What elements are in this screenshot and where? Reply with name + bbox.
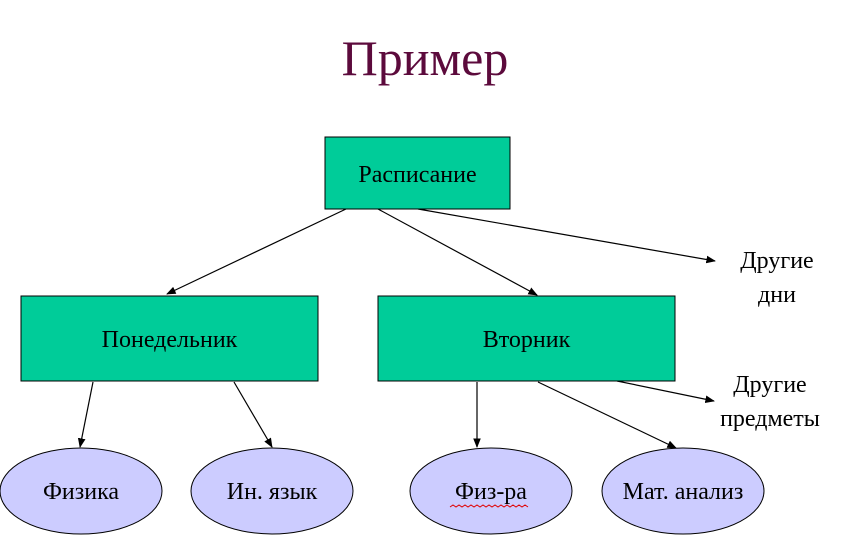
node-pe-label: Физ-ра — [455, 479, 527, 505]
node-pe[interactable]: Физ-ра — [409, 447, 573, 535]
other-days-label: Другие дни — [740, 248, 813, 308]
node-monday-label: Понедельник — [102, 327, 238, 353]
other-subjects-line-2: предметы — [720, 406, 820, 432]
edge-monday-language — [233, 381, 273, 448]
spellcheck-underline — [449, 504, 529, 508]
edge-root-tuesday — [377, 208, 538, 296]
node-analysis-label: Мат. анализ — [623, 479, 744, 505]
other-subjects-line-1: Другие — [733, 372, 806, 398]
edge-root-other-days — [417, 208, 716, 264]
page-title: Пример — [341, 30, 509, 86]
node-physics-label: Физика — [43, 479, 119, 505]
node-tuesday-label: Вторник — [483, 327, 571, 353]
node-language[interactable]: Ин. язык — [190, 447, 354, 535]
node-physics[interactable]: Физика — [0, 447, 163, 535]
node-root-label: Расписание — [358, 162, 476, 188]
edge-root-monday — [166, 208, 347, 295]
edge-monday-physics — [77, 381, 94, 448]
edge-tuesday-analysis — [537, 381, 677, 449]
other-days-line-1: Другие — [740, 248, 813, 274]
edge-tuesday-other-subjects — [616, 380, 715, 404]
node-root[interactable]: Расписание — [324, 136, 511, 210]
node-language-label: Ин. язык — [227, 479, 318, 505]
other-days-line-2: дни — [758, 282, 796, 308]
node-tuesday[interactable]: Вторник — [377, 295, 676, 382]
node-monday[interactable]: Понедельник — [20, 295, 319, 382]
other-subjects-label: Другие предметы — [720, 372, 820, 432]
node-analysis[interactable]: Мат. анализ — [601, 447, 765, 535]
